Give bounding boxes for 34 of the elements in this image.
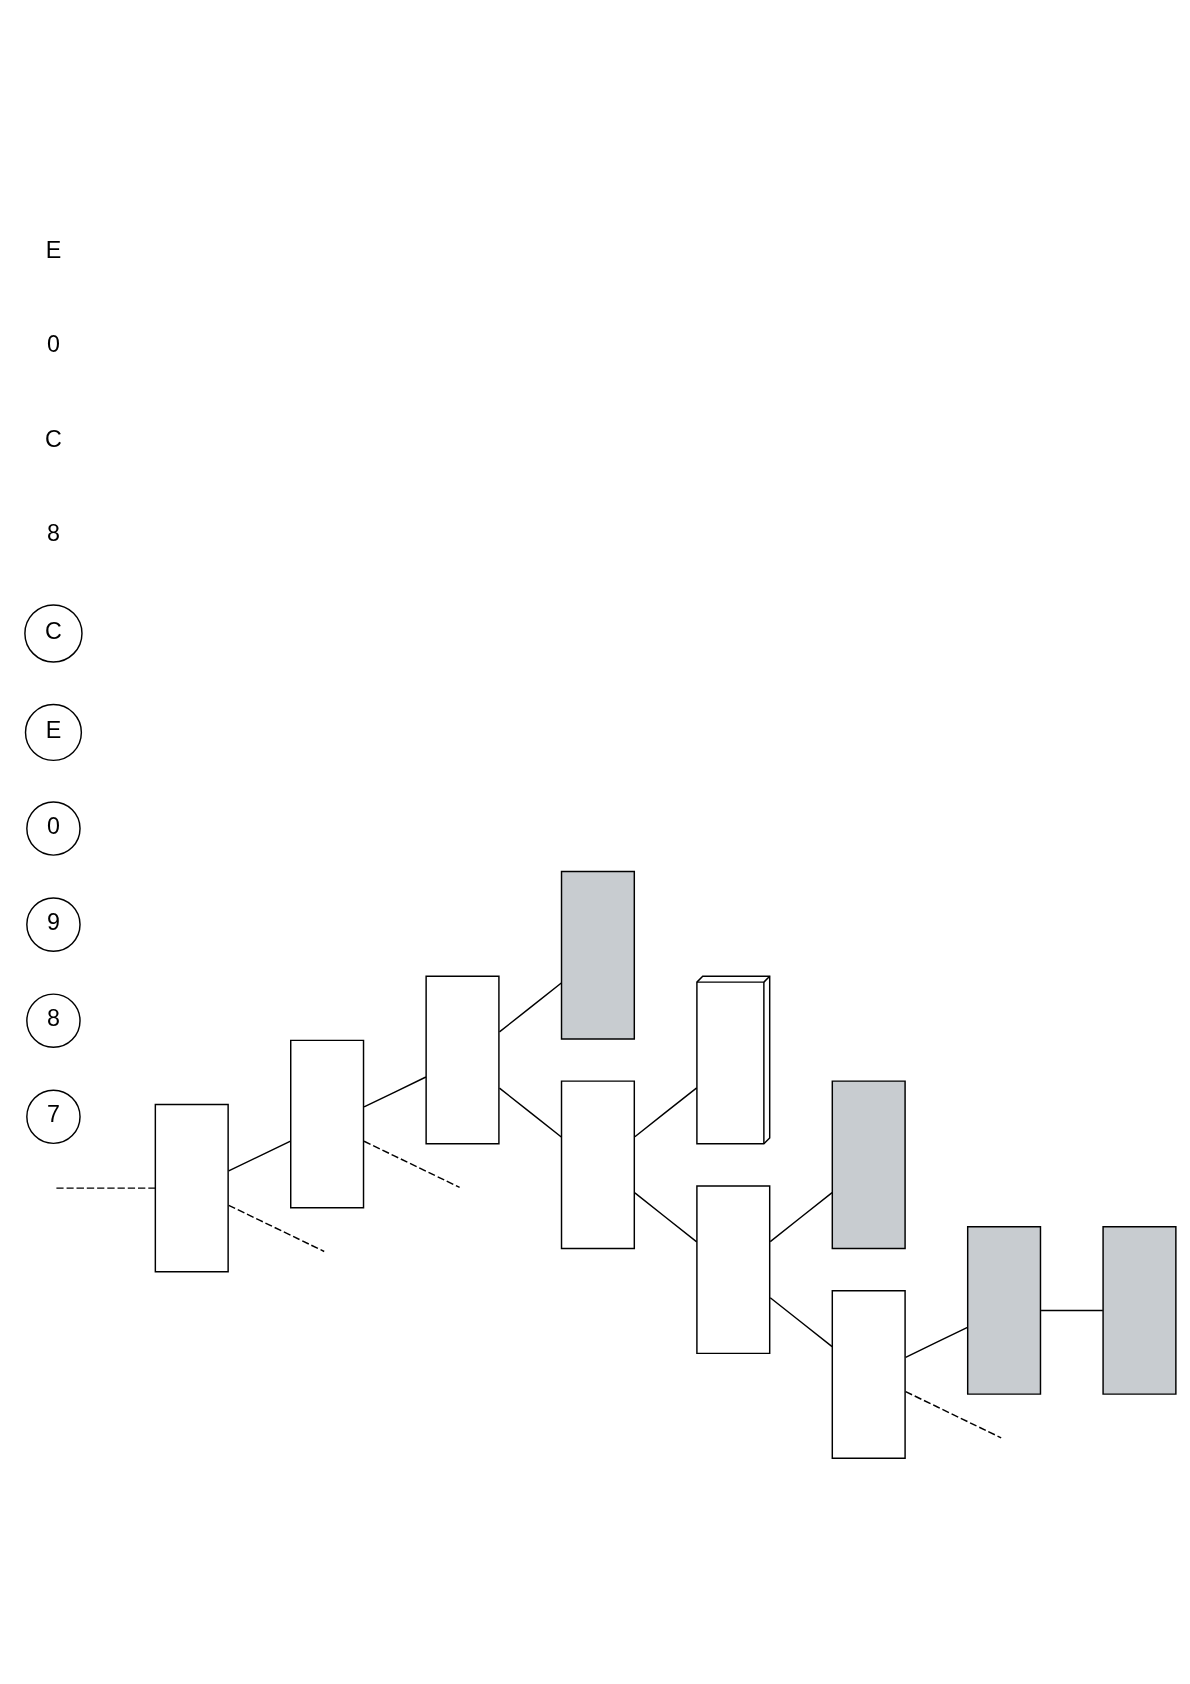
- connector: [363, 1140, 461, 1189]
- connector: [498, 1087, 563, 1138]
- connector: [227, 1204, 325, 1253]
- label: 0: [46, 331, 60, 358]
- connector: [1040, 1309, 1104, 1312]
- node-circle: 9: [26, 897, 81, 952]
- node-circle: E: [24, 703, 83, 762]
- connector: [634, 1192, 698, 1243]
- node-box: [831, 1080, 906, 1250]
- connector: [363, 1076, 427, 1108]
- node-box: [154, 1103, 229, 1273]
- node-box: [425, 975, 500, 1145]
- node-circle: 7: [26, 1089, 81, 1145]
- label: E: [45, 236, 62, 263]
- node-box: [560, 1080, 636, 1250]
- node-box: [966, 1225, 1042, 1395]
- connector: [904, 1390, 1002, 1439]
- node-box: [290, 1039, 365, 1209]
- node-circle: 8: [26, 993, 81, 1049]
- connector: [498, 982, 563, 1033]
- label: C: [45, 425, 62, 452]
- connector: [904, 1326, 969, 1359]
- node-circle: 0: [26, 801, 81, 856]
- node-box: [1102, 1225, 1177, 1395]
- connector: [634, 1087, 698, 1138]
- connector: [55, 1187, 156, 1189]
- node-box: [696, 1185, 771, 1355]
- connector: [227, 1140, 292, 1172]
- node-circle: C: [24, 604, 83, 663]
- connector: [769, 1297, 833, 1348]
- node-box: [560, 870, 636, 1040]
- node-box: [831, 1290, 906, 1459]
- connector: [769, 1191, 833, 1243]
- label: 8: [46, 520, 60, 547]
